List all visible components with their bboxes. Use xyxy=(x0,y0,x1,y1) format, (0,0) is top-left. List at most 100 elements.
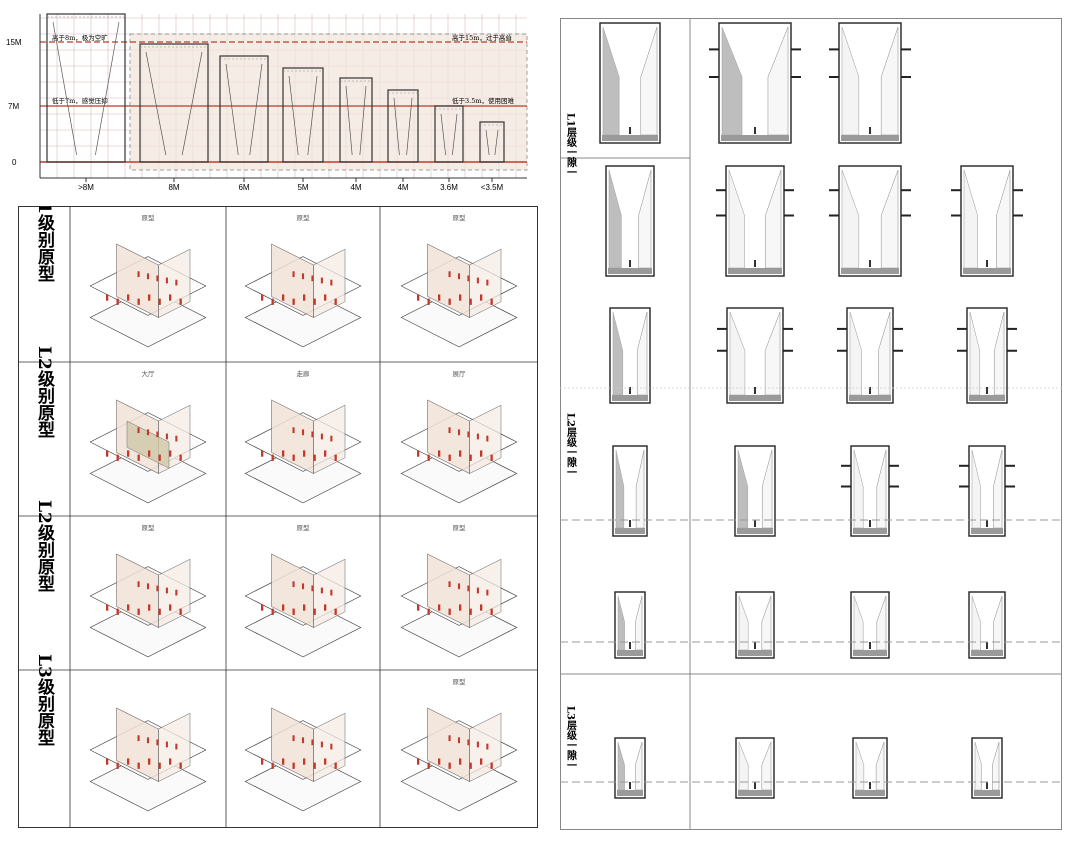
person-figure xyxy=(158,608,161,615)
proto-grid-border xyxy=(18,206,538,828)
person-figure xyxy=(169,604,172,611)
section-floor xyxy=(853,528,887,534)
proto-cell-label: 原型 xyxy=(297,523,311,532)
person-figure xyxy=(165,741,168,748)
section-figure xyxy=(754,782,756,789)
person-figure xyxy=(320,277,323,284)
person-figure xyxy=(261,758,264,765)
person-figure xyxy=(448,581,451,588)
section-drawing xyxy=(734,445,776,537)
section-frame-outline xyxy=(479,121,505,163)
person-figure xyxy=(476,587,479,594)
section-frame-4 xyxy=(339,77,373,163)
person-figure xyxy=(301,583,305,590)
section-frame-taper-right xyxy=(307,75,318,156)
section-figure xyxy=(754,642,756,649)
person-figure xyxy=(490,608,493,615)
person-figure xyxy=(165,587,168,594)
section-floor xyxy=(971,528,1003,534)
person-figure xyxy=(179,762,182,769)
person-figure xyxy=(146,273,150,280)
section-frame-taper-left xyxy=(345,85,353,156)
person-figure xyxy=(469,298,472,305)
person-figure xyxy=(158,762,161,769)
proto-cell-label: 原型 xyxy=(453,213,467,222)
person-figure xyxy=(158,298,161,305)
section-figure xyxy=(986,387,988,394)
person-figure xyxy=(476,433,479,440)
section-frame-taper-right xyxy=(249,63,263,156)
prototype-iso-drawing xyxy=(244,399,362,504)
person-figure xyxy=(175,589,178,596)
person-figure xyxy=(137,298,140,305)
annotation-top-left: 高于8m，极为空旷 xyxy=(52,33,108,42)
person-figure xyxy=(417,758,420,765)
section-drawing xyxy=(599,22,661,144)
person-figure xyxy=(116,454,119,461)
person-figure xyxy=(303,758,306,765)
prototype-iso-drawing xyxy=(89,707,207,812)
person-figure xyxy=(179,298,182,305)
person-figure xyxy=(311,431,314,438)
person-figure xyxy=(459,758,462,765)
section-figure xyxy=(869,260,871,267)
proto-cell-label: 原型 xyxy=(142,213,156,222)
person-figure xyxy=(127,758,130,765)
section-floor xyxy=(969,395,1005,401)
section-figure xyxy=(869,387,871,394)
x-axis-label-5: 4M xyxy=(397,183,408,192)
person-figure xyxy=(438,294,441,301)
person-figure xyxy=(448,271,451,278)
person-figure xyxy=(292,298,295,305)
section-frame-taper-right xyxy=(359,85,367,156)
x-axis-label-2: 6M xyxy=(238,183,249,192)
person-figure xyxy=(448,608,451,615)
section-figure xyxy=(629,782,631,789)
person-figure xyxy=(175,435,178,442)
person-figure xyxy=(457,737,461,744)
section-drawing xyxy=(829,165,911,277)
person-figure xyxy=(146,429,150,436)
x-axis-label-0: >8M xyxy=(78,183,94,192)
proto-cell-label: 原型 xyxy=(142,523,156,532)
section-floor xyxy=(612,395,648,401)
section-figure xyxy=(986,520,988,527)
person-figure xyxy=(146,737,150,744)
person-figure xyxy=(467,585,470,592)
section-drawing xyxy=(609,307,651,404)
section-frame-outline xyxy=(387,89,419,163)
person-figure xyxy=(311,739,314,746)
person-figure xyxy=(438,758,441,765)
person-figure xyxy=(467,275,470,282)
section-frame-outline xyxy=(339,77,373,163)
person-figure xyxy=(324,294,327,301)
person-figure xyxy=(480,758,483,765)
annotation-mid-left: 低于7m，感觉压抑 xyxy=(52,96,108,105)
section-drawing xyxy=(837,307,903,404)
person-figure xyxy=(467,431,470,438)
person-figure xyxy=(175,743,178,750)
x-axis-label-4: 4M xyxy=(350,183,361,192)
section-figure xyxy=(986,260,988,267)
person-figure xyxy=(448,454,451,461)
section-drawing xyxy=(841,445,899,537)
section-floor xyxy=(963,268,1011,274)
person-figure xyxy=(417,294,420,301)
section-frame-taper-left xyxy=(52,21,77,156)
person-figure xyxy=(301,273,305,280)
person-figure xyxy=(282,758,285,765)
section-drawing xyxy=(852,737,888,799)
person-figure xyxy=(457,273,461,280)
person-figure xyxy=(448,298,451,305)
person-figure xyxy=(417,604,420,611)
prototype-iso-drawing xyxy=(89,243,207,348)
section-drawing xyxy=(850,591,890,659)
section-frame-taper-left xyxy=(288,75,299,156)
person-figure xyxy=(324,758,327,765)
section-floor xyxy=(617,650,643,656)
person-figure xyxy=(480,294,483,301)
person-figure xyxy=(292,454,295,461)
person-figure xyxy=(459,604,462,611)
highlight-zone xyxy=(129,33,528,171)
person-figure xyxy=(427,608,430,615)
